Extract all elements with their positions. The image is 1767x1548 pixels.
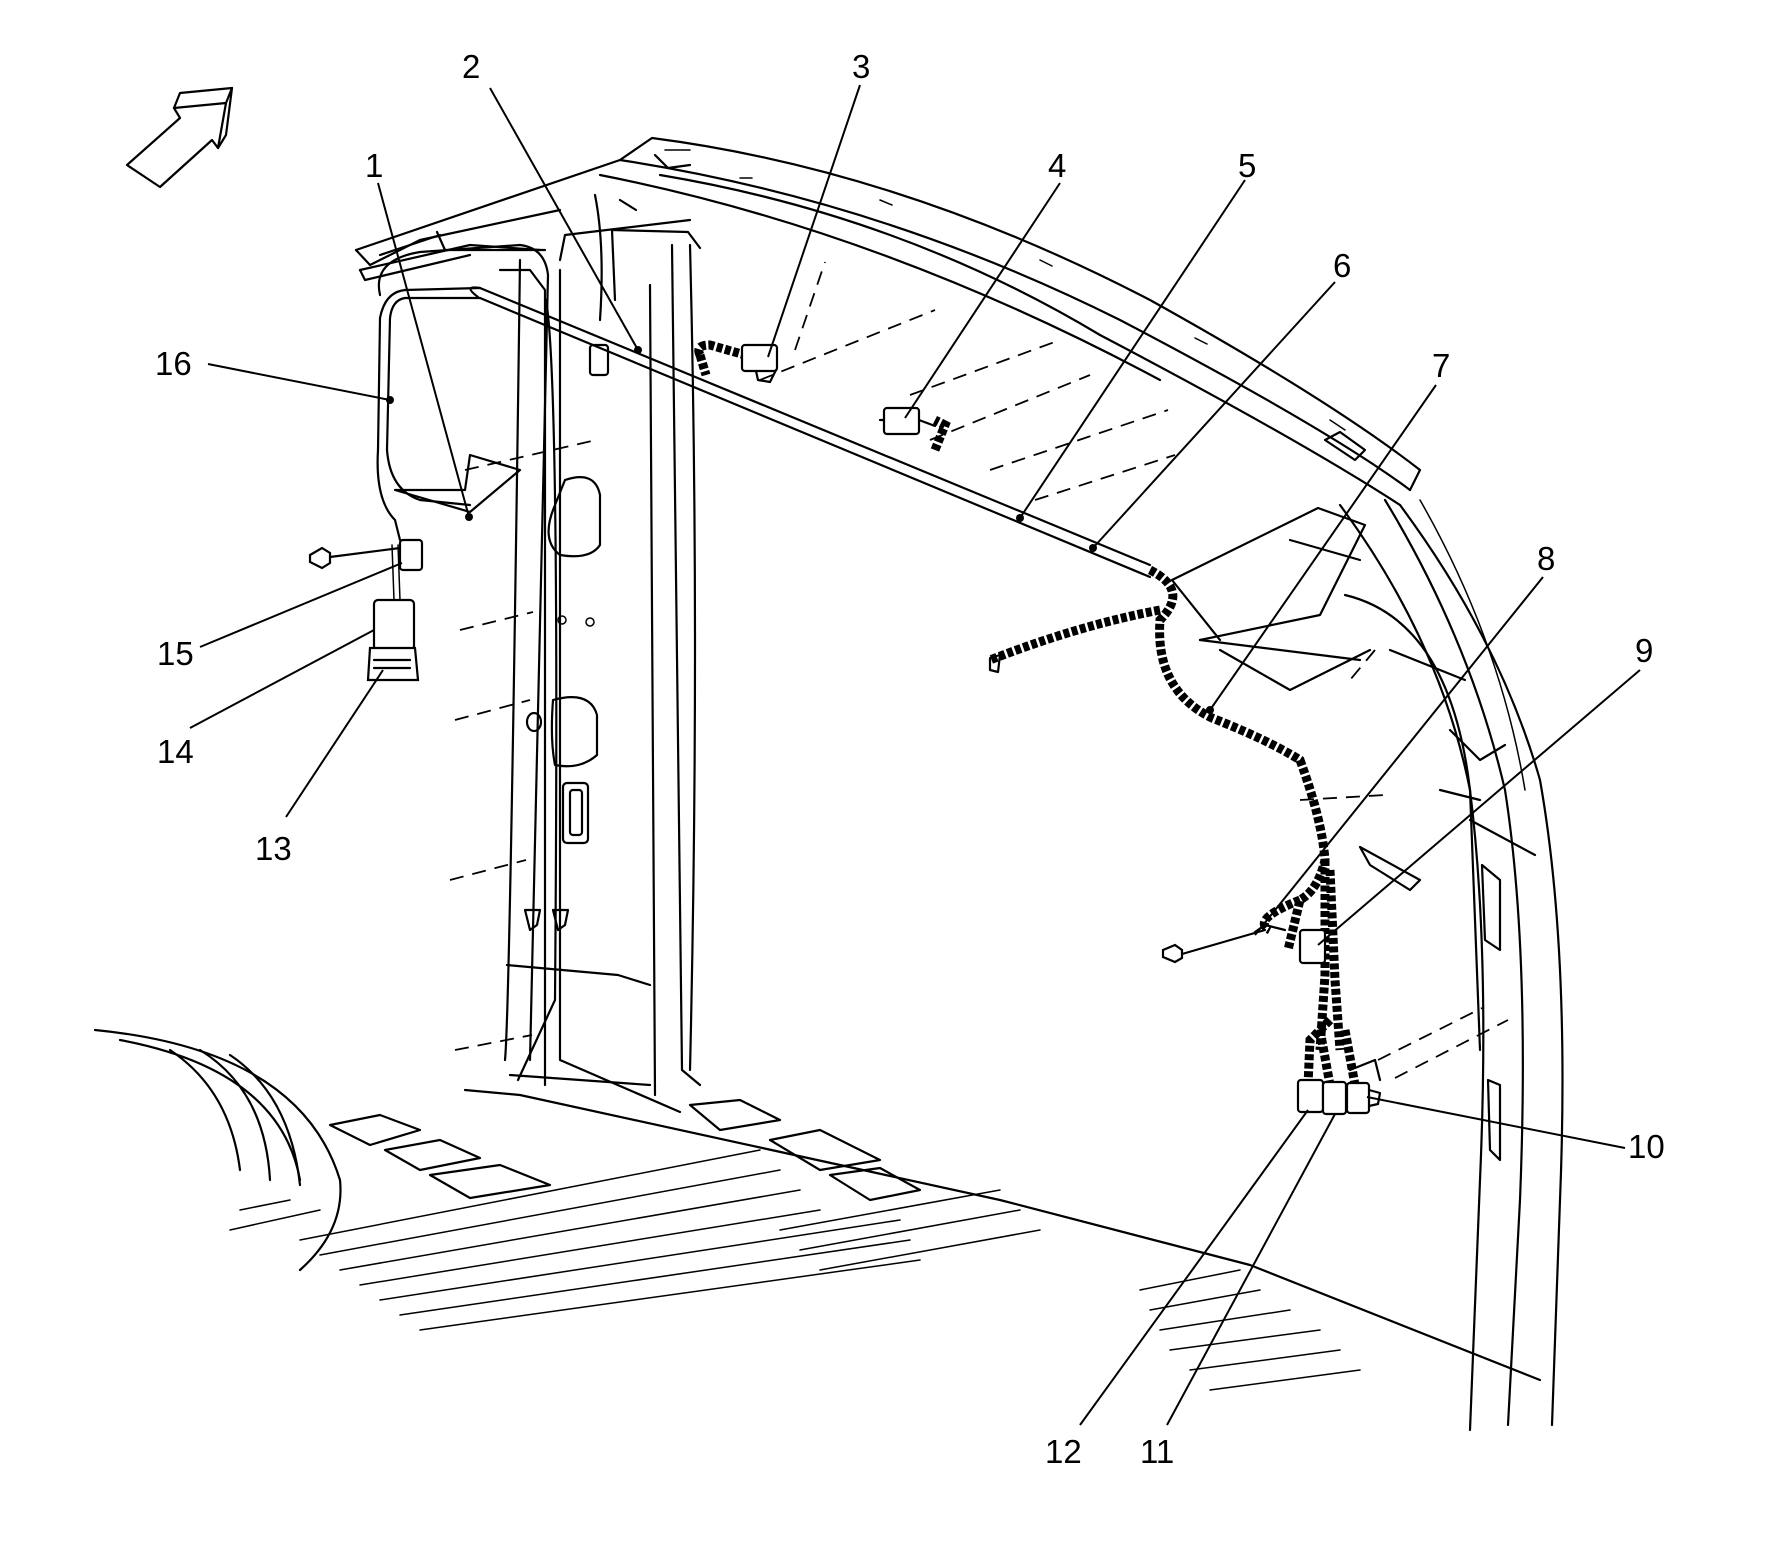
callout-12: 12 — [1045, 1433, 1082, 1470]
b-pillar — [358, 193, 702, 1114]
leader-14 — [189, 629, 375, 729]
leader-9 — [1317, 669, 1641, 946]
leader-1 — [377, 182, 470, 518]
callout-11: 11 — [1140, 1433, 1174, 1470]
leader-lines — [189, 84, 1641, 1426]
leader-10 — [1366, 1096, 1626, 1149]
callout-14: 14 — [157, 733, 194, 770]
leader-13 — [285, 669, 384, 818]
leader-8 — [1254, 576, 1544, 936]
leader-dot-5 — [1016, 514, 1024, 522]
roof-connectors — [694, 340, 951, 452]
callout-2: 2 — [462, 48, 480, 85]
leader-7 — [1209, 384, 1437, 711]
mounting-lines — [449, 261, 1509, 1079]
callout-15: 15 — [157, 635, 194, 672]
callout-4: 4 — [1048, 147, 1066, 184]
leader-5 — [1019, 179, 1246, 519]
roof-harness — [376, 286, 1152, 579]
floor — [93, 1028, 1542, 1391]
callout-3: 3 — [852, 48, 870, 85]
right-harness — [988, 565, 1382, 1116]
callout-5: 5 — [1238, 147, 1256, 184]
leader-3 — [767, 84, 861, 358]
leader-dot-16 — [386, 396, 394, 404]
roof-outline — [354, 136, 1564, 1432]
leader-11 — [1166, 1113, 1336, 1426]
callout-1: 1 — [365, 147, 383, 184]
rear-wall — [1170, 506, 1537, 1162]
leader-dot-2 — [634, 346, 642, 354]
leader-4 — [904, 182, 1061, 419]
callout-13: 13 — [255, 830, 292, 867]
callout-10: 10 — [1628, 1128, 1665, 1165]
front-direction-arrow-icon — [125, 86, 234, 189]
leader-2 — [489, 87, 639, 351]
leader-dot-6 — [1089, 544, 1097, 552]
callout-16: 16 — [155, 345, 192, 382]
leader-15 — [199, 562, 403, 648]
leader-16 — [207, 363, 391, 401]
callout-6: 6 — [1333, 247, 1351, 284]
leader-dot-7 — [1206, 706, 1214, 714]
callout-8: 8 — [1537, 540, 1555, 577]
leader-dot-1 — [465, 513, 473, 521]
callout-7: 7 — [1432, 347, 1450, 384]
left-connectors — [308, 448, 522, 682]
leader-12 — [1079, 1109, 1309, 1426]
callout-9: 9 — [1635, 632, 1653, 669]
callout-labels: 1 2 3 4 5 6 7 8 9 10 11 12 13 14 15 16 — [155, 48, 1665, 1470]
leader-6 — [1092, 281, 1336, 549]
